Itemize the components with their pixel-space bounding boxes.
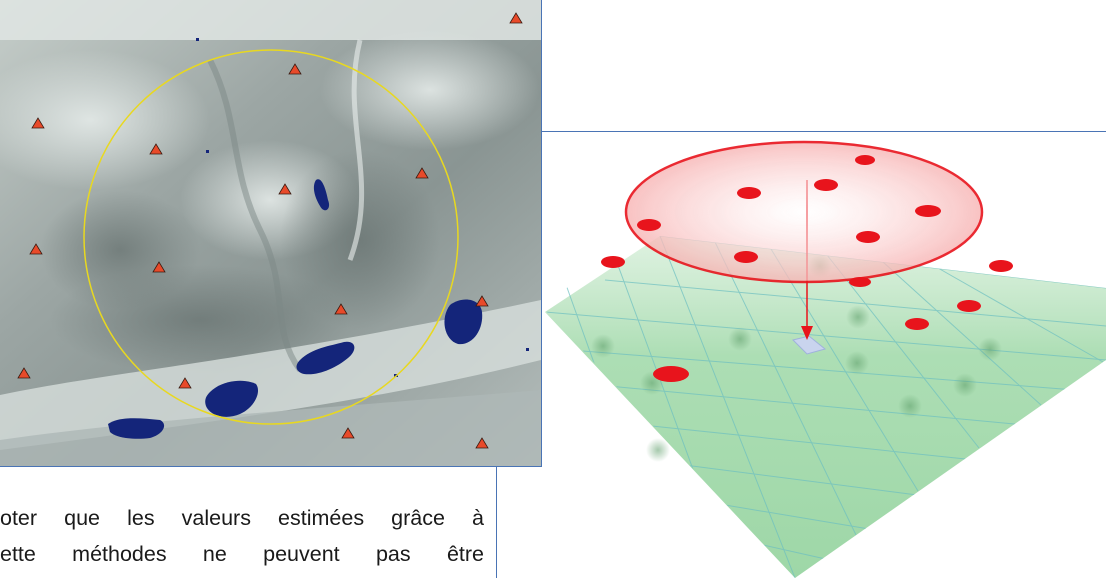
station-triangle-icon [334,303,348,315]
paragraph-line: oter que les valeurs estimées grâce à [0,506,484,530]
red-dot-icon [601,256,625,268]
sample-shadow [846,305,870,329]
interpolation-grid-figure [545,140,1106,578]
red-dot-icon [989,260,1013,272]
frame-connector-line [541,131,1106,132]
sample-shadow [978,337,1002,361]
red-dot-icon [637,219,661,231]
station-triangle-icon [31,117,45,129]
grid-plane [545,236,1106,578]
station-triangle-icon [178,377,192,389]
target-cell [792,335,827,355]
water-body [196,38,199,41]
red-dot-icon [915,205,941,217]
water-body [205,380,259,417]
relief-slope [0,390,541,466]
red-dot-icon [653,366,689,382]
station-triangle-icon [278,183,292,195]
search-disc [624,140,984,284]
search-radius-circle [83,49,459,425]
red-dot-icon [855,155,875,165]
station-triangle-icon [149,143,163,155]
water-body [296,341,355,375]
station-triangle-icon [475,437,489,449]
water-body [313,179,330,211]
water-body [526,348,529,351]
red-dot-icon [737,187,761,199]
relief-slope [0,300,541,450]
station-triangle-icon [415,167,429,179]
station-triangle-icon [29,243,43,255]
water-body [206,150,209,153]
station-triangle-icon [509,12,523,24]
sample-shadow [728,327,752,351]
down-arrow-icon [801,326,813,340]
red-dot-icon [814,179,838,191]
sample-shadow [898,394,922,418]
station-triangle-icon [152,261,166,273]
relief-map-figure [0,0,542,467]
sample-shadow [591,334,615,358]
relief-ridge [320,30,540,150]
paragraph-text: oter que les valeurs estimées grâce à et… [0,500,484,572]
sample-shadow [953,373,977,397]
station-triangle-icon [288,63,302,75]
red-dot-icon [905,318,929,330]
relief-ridge [0,50,210,190]
sample-shadow [646,438,670,462]
paragraph-line: ette méthodes ne peuvent pas être [0,542,484,566]
water-body [108,418,165,439]
water-body [444,299,483,345]
relief-channel [207,58,303,372]
station-triangle-icon [341,427,355,439]
station-triangle-icon [475,295,489,307]
red-dot-icon [957,300,981,312]
frame-connector-line [496,466,497,578]
red-dot-icon [849,277,871,287]
station-triangle-icon [17,367,31,379]
red-dot-icon [734,251,758,263]
relief-valley [40,190,200,310]
red-dot-icon [856,231,880,243]
sample-shadow [845,351,869,375]
